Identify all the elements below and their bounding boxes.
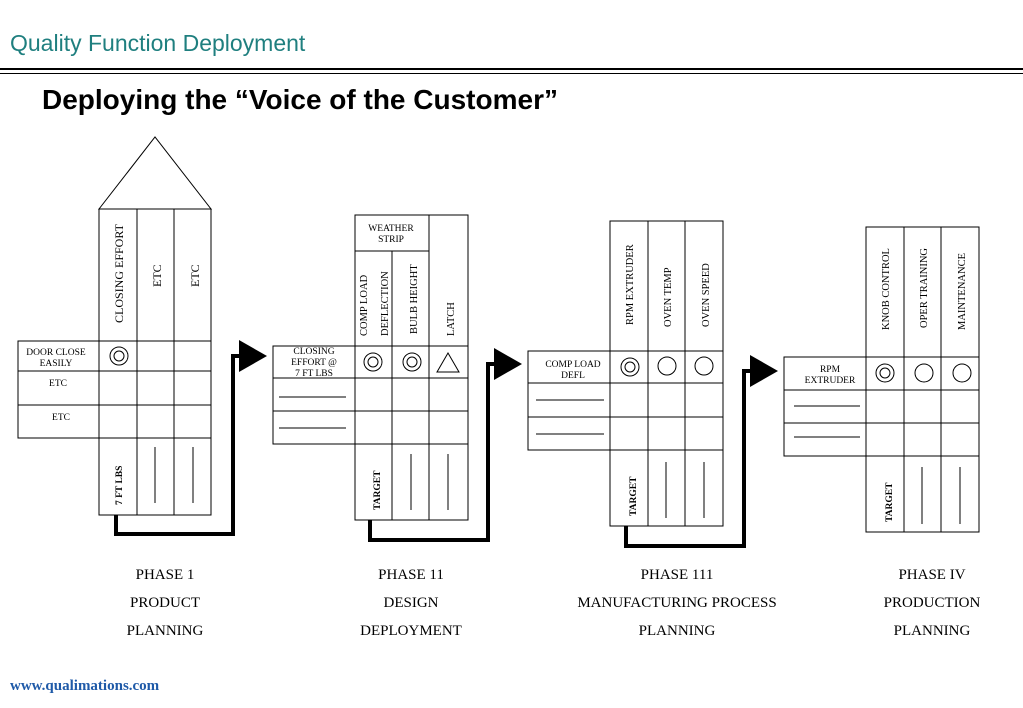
phase-1-column-2: ETC <box>150 264 164 287</box>
phase-4-medium-symbol-1 <box>914 363 934 383</box>
phase-3-row-1-line-1: COMP LOAD <box>545 360 600 370</box>
phase-1-roof <box>97 136 213 210</box>
phase-4-caption-1: PHASE IV <box>898 567 965 583</box>
phase-4-row-1-line-1: RPM <box>820 365 841 375</box>
phase-4-row-1-line-2: EXTRUDER <box>805 376 856 386</box>
phase-2-strong-symbol-2 <box>402 352 422 372</box>
phase-4-column-1: KNOB CONTROL <box>881 248 892 330</box>
phase-2-strong-symbol-1 <box>363 352 383 372</box>
phase-1-column-3: ETC <box>188 264 202 287</box>
phase-4-caption-2: PRODUCTION <box>884 595 981 611</box>
phase-2-row-1-line-3: 7 FT LBS <box>295 369 333 379</box>
phase-2-column-1-line-1: COMP LOAD <box>359 274 370 336</box>
phase-1-caption-2: PRODUCT <box>130 595 200 611</box>
phase-1-target: 7 FT LBS <box>115 466 125 505</box>
footer-url[interactable]: www.qualimations.com <box>10 678 160 694</box>
header-rule-thin <box>0 73 1023 74</box>
arrow-phase-3-to-4 <box>624 355 778 548</box>
phase-1-row-3: ETC <box>52 413 70 423</box>
phase-3-column-1: RPM EXTRUDER <box>625 244 636 325</box>
phase-1-row-1-line-1: DOOR CLOSE <box>26 348 86 358</box>
phase-2-column-2: BULB HEIGHT <box>409 264 420 334</box>
phase-3-strong-symbol <box>620 357 640 377</box>
phase-4-strong-symbol <box>875 363 895 383</box>
phase-2-row-1-line-2: EFFORT @ <box>291 358 337 368</box>
phase-1-column-1: CLOSING EFFORT <box>112 223 126 323</box>
phase-2-matrix <box>272 214 469 521</box>
phase-4-matrix <box>783 226 980 533</box>
phase-4-caption-3: PLANNING <box>894 623 971 639</box>
phase-3-medium-symbol-2 <box>694 356 714 376</box>
phase-1-row-1-line-2: EASILY <box>40 359 73 369</box>
phase-1-caption-3: PLANNING <box>127 623 204 639</box>
phase-3-target-block <box>609 449 724 527</box>
phase-2-target: TARGET <box>373 470 383 510</box>
phase-3-row-1-line-2: DEFL <box>561 371 585 381</box>
phase-2-caption-2: DESIGN <box>384 595 439 611</box>
phase-1-row-2: ETC <box>49 379 67 389</box>
phase-3-caption-2: MANUFACTURING PROCESS <box>577 595 776 611</box>
phase-3-target: TARGET <box>629 476 639 516</box>
phase-3-caption-1: PHASE 111 <box>641 567 714 583</box>
phase-3-column-2: OVEN TEMP <box>663 267 674 327</box>
phase-3-matrix <box>527 220 724 527</box>
phase-2-group-header-line-2: STRIP <box>378 235 404 245</box>
slide-title: Deploying the “Voice of the Customer” <box>42 84 558 115</box>
phase-2-group-header-line-1: WEATHER <box>368 224 414 234</box>
header-title: Quality Function Deployment <box>10 30 306 56</box>
phase-3-medium-symbol-1 <box>657 356 677 376</box>
phase-1-target-block <box>98 437 212 516</box>
phase-4-target-block <box>865 455 980 533</box>
arrow-phase-2-to-3 <box>368 348 522 542</box>
phase-1-strong-symbol <box>109 346 129 366</box>
phase-2-weak-symbol <box>436 352 460 373</box>
phase-2-target-block <box>354 443 469 521</box>
phase-4-target: TARGET <box>885 482 895 522</box>
phase-2-column-3: LATCH <box>446 302 457 336</box>
phase-2-caption-1: PHASE 11 <box>378 567 444 583</box>
phase-1-caption-1: PHASE 1 <box>136 567 195 583</box>
phase-2-column-1-line-2: DEFLECTION <box>380 271 391 336</box>
phase-3-caption-3: PLANNING <box>639 623 716 639</box>
phase-1-matrix <box>17 136 213 516</box>
phase-2-row-1-line-1: CLOSING <box>293 347 334 357</box>
arrow-phase-1-to-2 <box>114 340 267 536</box>
phase-4-medium-symbol-2 <box>952 363 972 383</box>
header-rule-thick <box>0 68 1023 70</box>
phase-2-caption-3: DEPLOYMENT <box>360 623 462 639</box>
phase-3-column-3: OVEN SPEED <box>701 263 712 327</box>
phase-4-column-3: MAINTENANCE <box>957 253 968 330</box>
phase-4-column-2: OPER TRAINING <box>919 248 930 328</box>
